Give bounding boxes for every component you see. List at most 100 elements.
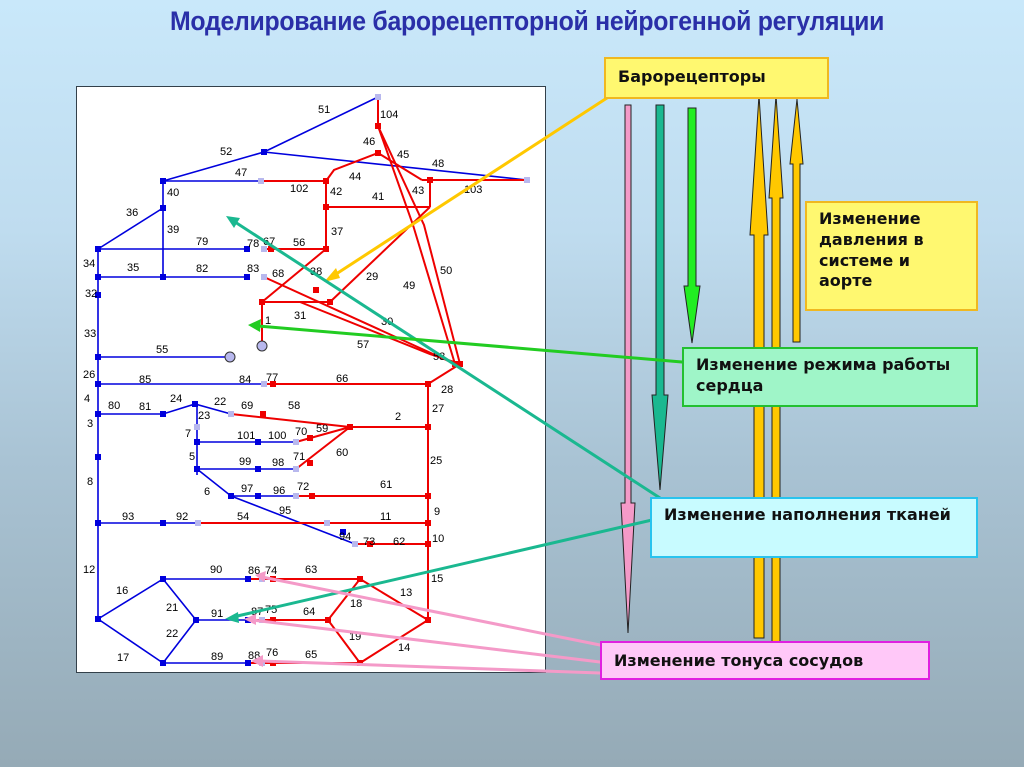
- red-node-5: [323, 246, 329, 252]
- junction-node-7: [194, 424, 200, 430]
- edge-label-8: 8: [87, 476, 93, 488]
- blue-node-9: [95, 354, 101, 360]
- terminal-node-55: [224, 351, 236, 363]
- edge-label-73: 73: [363, 536, 375, 548]
- edge-label-74: 74: [265, 565, 277, 577]
- edge-label-24: 24: [170, 393, 182, 405]
- yellow-pointer-line: [328, 94, 612, 280]
- blue-node-25: [95, 616, 101, 622]
- junction-node-11: [195, 520, 201, 526]
- pink-pointer-head-3: [251, 655, 263, 667]
- edge-label-89: 89: [211, 651, 223, 663]
- edge-label-76: 76: [266, 647, 278, 659]
- junction-node-2: [524, 177, 530, 183]
- red-node-17: [307, 435, 313, 441]
- red-node-15: [347, 424, 353, 430]
- edge-label-7: 7: [185, 428, 191, 440]
- edge-label-99: 99: [239, 456, 251, 468]
- edge-label-10: 10: [432, 533, 444, 545]
- junction-node-12: [324, 520, 330, 526]
- red-node-6: [268, 246, 274, 252]
- edge-label-61: 61: [380, 479, 392, 491]
- blue-node-26: [160, 576, 166, 582]
- edge-label-25: 25: [430, 455, 442, 467]
- blue-node-24: [340, 529, 346, 535]
- edge-95: [230, 495, 356, 545]
- edge-36: [97, 207, 164, 250]
- edge-label-101: 101: [237, 430, 255, 442]
- edge-label-79: 79: [196, 236, 208, 248]
- red-node-27: [270, 617, 276, 623]
- page-title: Моделирование барорецепторной нейрогенно…: [170, 6, 885, 36]
- red-node-20: [425, 493, 431, 499]
- edge-label-59: 59: [316, 423, 328, 435]
- edge-label-47: 47: [235, 167, 247, 179]
- edge-label-85: 85: [139, 374, 151, 386]
- blue-node-4: [95, 274, 101, 280]
- green-pointer-head: [248, 319, 261, 332]
- red-node-8: [313, 287, 319, 293]
- edge-6: [196, 468, 296, 497]
- red-node-13: [270, 381, 276, 387]
- teal-pointer-head-2: [225, 612, 239, 623]
- red-node-4: [323, 204, 329, 210]
- edge-label-29: 29: [366, 271, 378, 283]
- edge-label-68: 68: [272, 268, 284, 280]
- blue-node-13: [160, 411, 166, 417]
- edge-label-2: 2: [395, 411, 401, 423]
- red-node-22: [425, 541, 431, 547]
- edge-label-92: 92: [176, 511, 188, 523]
- vessel-tone-box: Изменение тонуса сосудов: [600, 641, 930, 680]
- edge-label-17: 17: [117, 652, 129, 664]
- terminal-node-1: [256, 340, 268, 352]
- edge-label-72: 72: [297, 481, 309, 493]
- blue-node-10: [95, 381, 101, 387]
- edge-label-97: 97: [241, 483, 253, 495]
- edge-label-51: 51: [318, 104, 330, 116]
- edge-label-65: 65: [305, 649, 317, 661]
- junction-node-5: [261, 381, 267, 387]
- blue-node-3: [95, 246, 101, 252]
- blue-node-2: [160, 205, 166, 211]
- edge-label-45: 45: [397, 149, 409, 161]
- junction-node-10: [293, 493, 299, 499]
- edge-label-98: 98: [272, 457, 284, 469]
- teal-pointer-line-2: [231, 518, 654, 619]
- red-node-2: [375, 150, 381, 156]
- junction-node-13: [352, 541, 358, 547]
- yellow-up-arrow-3: [789, 98, 804, 343]
- edge-38: [261, 248, 327, 303]
- edge-label-11: 11: [380, 511, 391, 523]
- edge-label-41: 41: [372, 191, 384, 203]
- edge-label-70: 70: [295, 426, 307, 438]
- pressure-change-box: Изменение давления в системе и аорте: [805, 201, 978, 311]
- edge-label-50: 50: [440, 265, 452, 277]
- edge-label-22: 22: [166, 628, 178, 640]
- edge-58: [230, 413, 351, 428]
- edge-label-86: 86: [248, 565, 260, 577]
- blue-node-28: [193, 617, 199, 623]
- red-node-30: [270, 660, 276, 666]
- pointer-arrows: [225, 94, 684, 675]
- blue-node-19: [255, 466, 261, 472]
- edge-label-64: 64: [303, 606, 315, 618]
- edge-label-66: 66: [336, 373, 348, 385]
- edge-label-13: 13: [400, 587, 412, 599]
- red-node-9: [327, 299, 333, 305]
- edge-label-58: 58: [288, 400, 300, 412]
- red-node-14: [425, 424, 431, 430]
- red-node-12: [425, 381, 431, 387]
- edge-label-1: 1: [265, 315, 271, 327]
- pink-pointer-head-2: [244, 614, 256, 625]
- pink-pointer-head-1: [255, 571, 266, 582]
- edge-label-14: 14: [398, 642, 410, 654]
- teal-down-arrow: [651, 104, 669, 491]
- blue-node-16: [194, 439, 200, 445]
- edge-label-60: 60: [336, 447, 348, 459]
- blue-node-7: [244, 274, 250, 280]
- blue-node-6: [244, 246, 250, 252]
- edge-80-81: [98, 403, 232, 415]
- blue-node-30: [245, 660, 251, 666]
- edge-label-54: 54: [237, 511, 249, 523]
- edge-label-22: 22: [214, 396, 226, 408]
